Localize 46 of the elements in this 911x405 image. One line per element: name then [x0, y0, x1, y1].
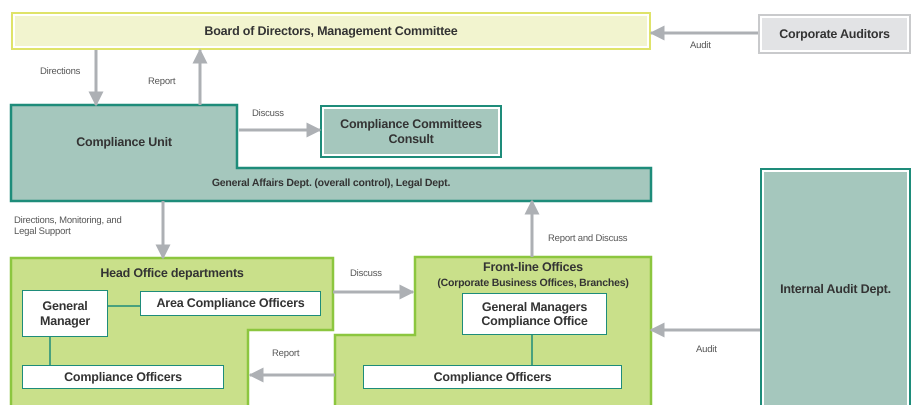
- node-text: Head Office departments: [99, 266, 245, 280]
- node-text: (Corporate Business Offices, Branches): [436, 277, 630, 290]
- unit-shape: [11, 105, 651, 201]
- node-text: Compliance Officers: [432, 370, 552, 384]
- audit-box: [760, 168, 911, 405]
- arrow: [156, 201, 170, 260]
- committee-box: [320, 105, 502, 158]
- node-text: General Managers Compliance Office: [480, 300, 589, 328]
- node-text: General Manager: [38, 299, 91, 328]
- office-shape: [335, 257, 651, 405]
- edge-label: Discuss: [350, 268, 382, 280]
- arrow: [524, 200, 540, 257]
- node-text: Compliance Officers: [63, 370, 183, 384]
- connector-line: [49, 337, 51, 365]
- board-box: [11, 12, 651, 50]
- connector-line: [531, 335, 533, 365]
- officers-box: [363, 365, 622, 389]
- node-text: Front-line Offices: [482, 260, 584, 274]
- arrow: [650, 26, 758, 40]
- auditors-box: [758, 14, 911, 54]
- edge-label: Audit: [690, 40, 711, 52]
- arrow: [650, 322, 760, 338]
- edge-label: Report: [148, 76, 176, 88]
- connector-line: [108, 305, 140, 307]
- edge-label: Directions: [40, 66, 80, 78]
- node-text: Compliance Unit: [75, 135, 173, 150]
- arrow: [88, 50, 104, 106]
- node-text: Compliance Committees Consult: [339, 117, 483, 146]
- arrow: [248, 368, 335, 382]
- officers-box: [140, 291, 321, 316]
- node-text: General Affairs Dept. (overall control), Legal Dept.: [210, 177, 452, 190]
- manager-box: [22, 290, 108, 337]
- node-text: Internal Audit Dept.: [779, 282, 892, 296]
- node-text: Corporate Auditors: [778, 26, 891, 42]
- officers-box: [22, 365, 224, 389]
- node-text: Board of Directors, Management Committee: [203, 24, 459, 38]
- node-text: Area Compliance Officers: [155, 296, 306, 311]
- office-box: [462, 293, 607, 335]
- edge-label: Audit: [696, 344, 717, 356]
- edge-label: Discuss: [252, 108, 284, 120]
- department-shape: [11, 258, 333, 405]
- arrow: [192, 48, 208, 105]
- arrow: [239, 122, 322, 138]
- edge-label: Report and Discuss: [548, 233, 628, 244]
- arrow: [333, 284, 414, 300]
- edge-label: Report: [272, 348, 300, 360]
